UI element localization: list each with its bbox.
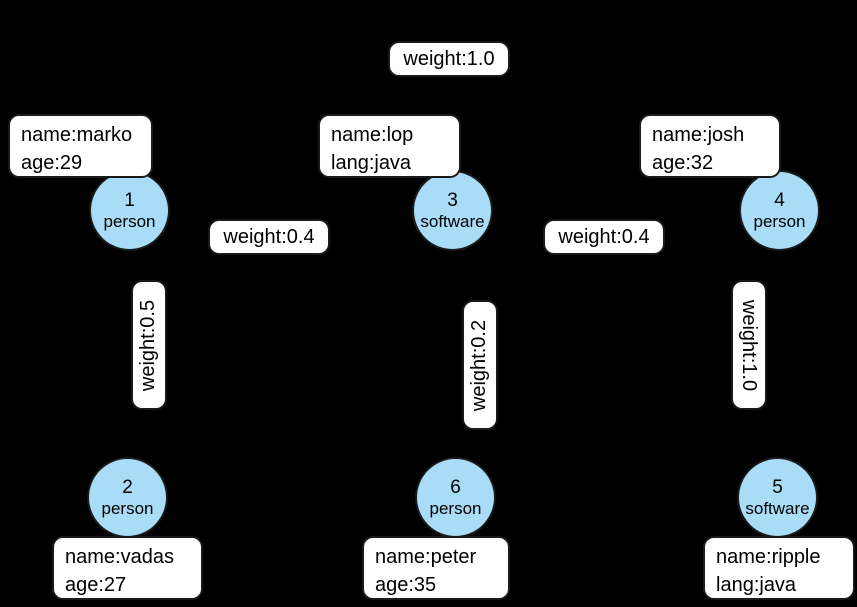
edge-weight-label: weight:1.0 xyxy=(388,41,510,77)
vertex-1[interactable]: 1 person xyxy=(89,170,170,251)
edge-weight-text: weight:0.2 xyxy=(468,319,491,411)
property-line: name:josh xyxy=(652,124,745,146)
property-line: age:29 xyxy=(21,152,83,175)
vertex-4-property-box: name:josh age:32 xyxy=(639,114,781,178)
vertex-label: person xyxy=(753,211,806,231)
vertex-3[interactable]: 3 software xyxy=(412,170,493,251)
edge-weight-label: weight:0.4 xyxy=(543,219,665,255)
vertex-label: software xyxy=(420,211,485,231)
property-line: age:35 xyxy=(375,574,437,597)
edge-weight-text: weight:0.5 xyxy=(137,299,160,391)
vertex-3-property-box: name:lop lang:java xyxy=(318,114,461,178)
vertex-5-property-box: name:ripple lang:java xyxy=(703,536,855,600)
property-line: age:32 xyxy=(652,152,714,175)
property-line: name:ripple xyxy=(716,546,821,568)
edge-weight-label: weight:1.0 xyxy=(731,280,767,410)
vertex-2[interactable]: 2 person xyxy=(87,457,168,538)
property-line: age:27 xyxy=(65,574,127,597)
edge-weight-label: weight:0.4 xyxy=(208,219,330,255)
edge-weight-text: weight:1.0 xyxy=(738,299,761,391)
property-line: name:lop xyxy=(331,124,414,146)
vertex-4[interactable]: 4 person xyxy=(739,170,820,251)
vertex-6-property-box: name:peter age:35 xyxy=(362,536,510,600)
vertex-id: 4 xyxy=(774,190,785,212)
property-line: lang:java xyxy=(331,152,412,175)
vertex-label: person xyxy=(101,498,154,518)
vertex-id: 6 xyxy=(450,477,461,499)
vertex-label: person xyxy=(103,211,156,231)
vertex-id: 5 xyxy=(772,477,783,499)
property-line: lang:java xyxy=(716,574,797,597)
property-line: name:marko xyxy=(21,124,133,146)
vertex-id: 3 xyxy=(447,190,458,212)
edge-weight-label: weight:0.2 xyxy=(462,300,498,430)
vertex-id: 2 xyxy=(122,477,133,499)
vertex-1-property-box: name:marko age:29 xyxy=(8,114,153,178)
vertex-5[interactable]: 5 software xyxy=(737,457,818,538)
vertex-2-property-box: name:vadas age:27 xyxy=(52,536,203,600)
property-line: name:peter xyxy=(375,546,477,568)
vertex-6[interactable]: 6 person xyxy=(415,457,496,538)
edge-weight-label: weight:0.5 xyxy=(131,280,167,410)
vertex-label: person xyxy=(429,498,482,518)
vertex-label: software xyxy=(745,498,810,518)
property-line: name:vadas xyxy=(65,546,174,568)
vertex-id: 1 xyxy=(124,190,135,212)
